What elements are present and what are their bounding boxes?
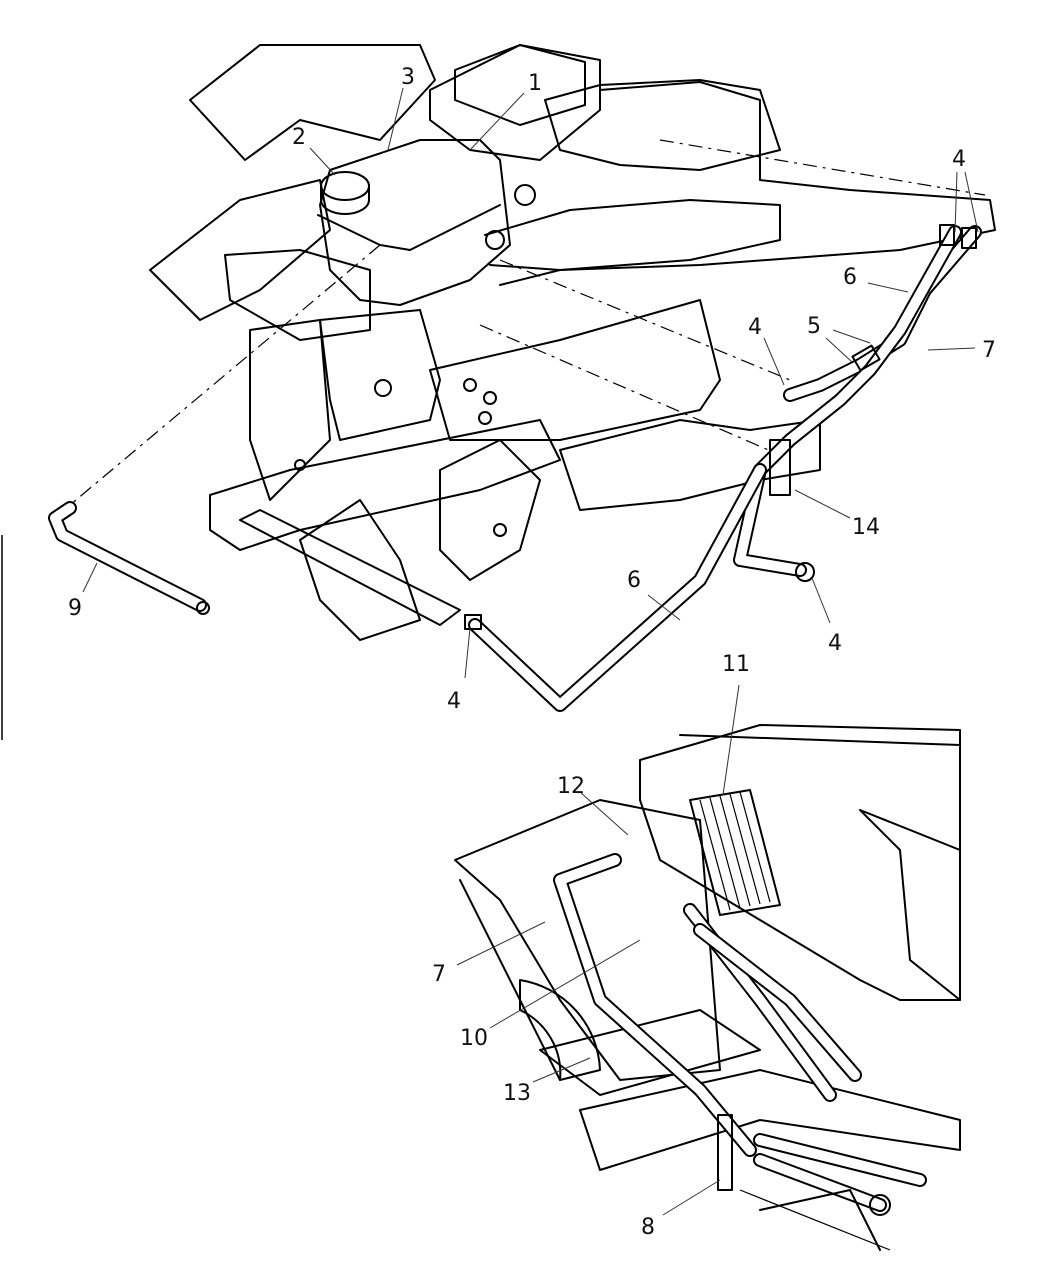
callout-4-bottom-left[interactable]: 4 xyxy=(447,689,461,714)
callout-5[interactable]: 5 xyxy=(807,314,821,339)
callout-7-lower[interactable]: 7 xyxy=(432,962,446,987)
callout-12[interactable]: 12 xyxy=(557,774,585,799)
callout-2[interactable]: 2 xyxy=(292,125,306,150)
overflow-hose xyxy=(48,501,210,615)
upper-frame-assembly xyxy=(149,44,996,641)
leader-lines xyxy=(82,87,979,1216)
coolant-reservoir xyxy=(317,139,536,306)
hose-bracket-14 xyxy=(769,439,791,496)
callout-4-top-right[interactable]: 4 xyxy=(952,147,966,172)
callout-11[interactable]: 11 xyxy=(722,652,750,677)
callout-10[interactable]: 10 xyxy=(460,1026,488,1051)
callout-7-upper[interactable]: 7 xyxy=(982,338,996,363)
assembly-centerlines xyxy=(69,139,986,506)
lower-radiator-assembly xyxy=(454,724,961,1251)
callout-1[interactable]: 1 xyxy=(528,71,542,96)
callout-14[interactable]: 14 xyxy=(852,515,880,540)
callout-9[interactable]: 9 xyxy=(68,596,82,621)
oil-cooler-fins xyxy=(699,791,771,911)
reservoir-cap xyxy=(320,171,370,201)
callout-13[interactable]: 13 xyxy=(503,1081,531,1106)
callout-6-upper[interactable]: 6 xyxy=(843,265,857,290)
upper-cooler-hoses xyxy=(464,224,982,712)
callout-4-right-lower[interactable]: 4 xyxy=(828,631,842,656)
callout-3[interactable]: 3 xyxy=(401,65,415,90)
oil-cooler-body xyxy=(689,789,781,916)
callout-6-lower[interactable]: 6 xyxy=(627,568,641,593)
callouts: 1 2 3 4 4 4 4 5 6 6 7 7 8 9 10 11 12 13 … xyxy=(68,65,996,1240)
callout-8[interactable]: 8 xyxy=(641,1215,655,1240)
callout-4-mid[interactable]: 4 xyxy=(748,315,762,340)
hose-bracket-8 xyxy=(717,1114,733,1191)
